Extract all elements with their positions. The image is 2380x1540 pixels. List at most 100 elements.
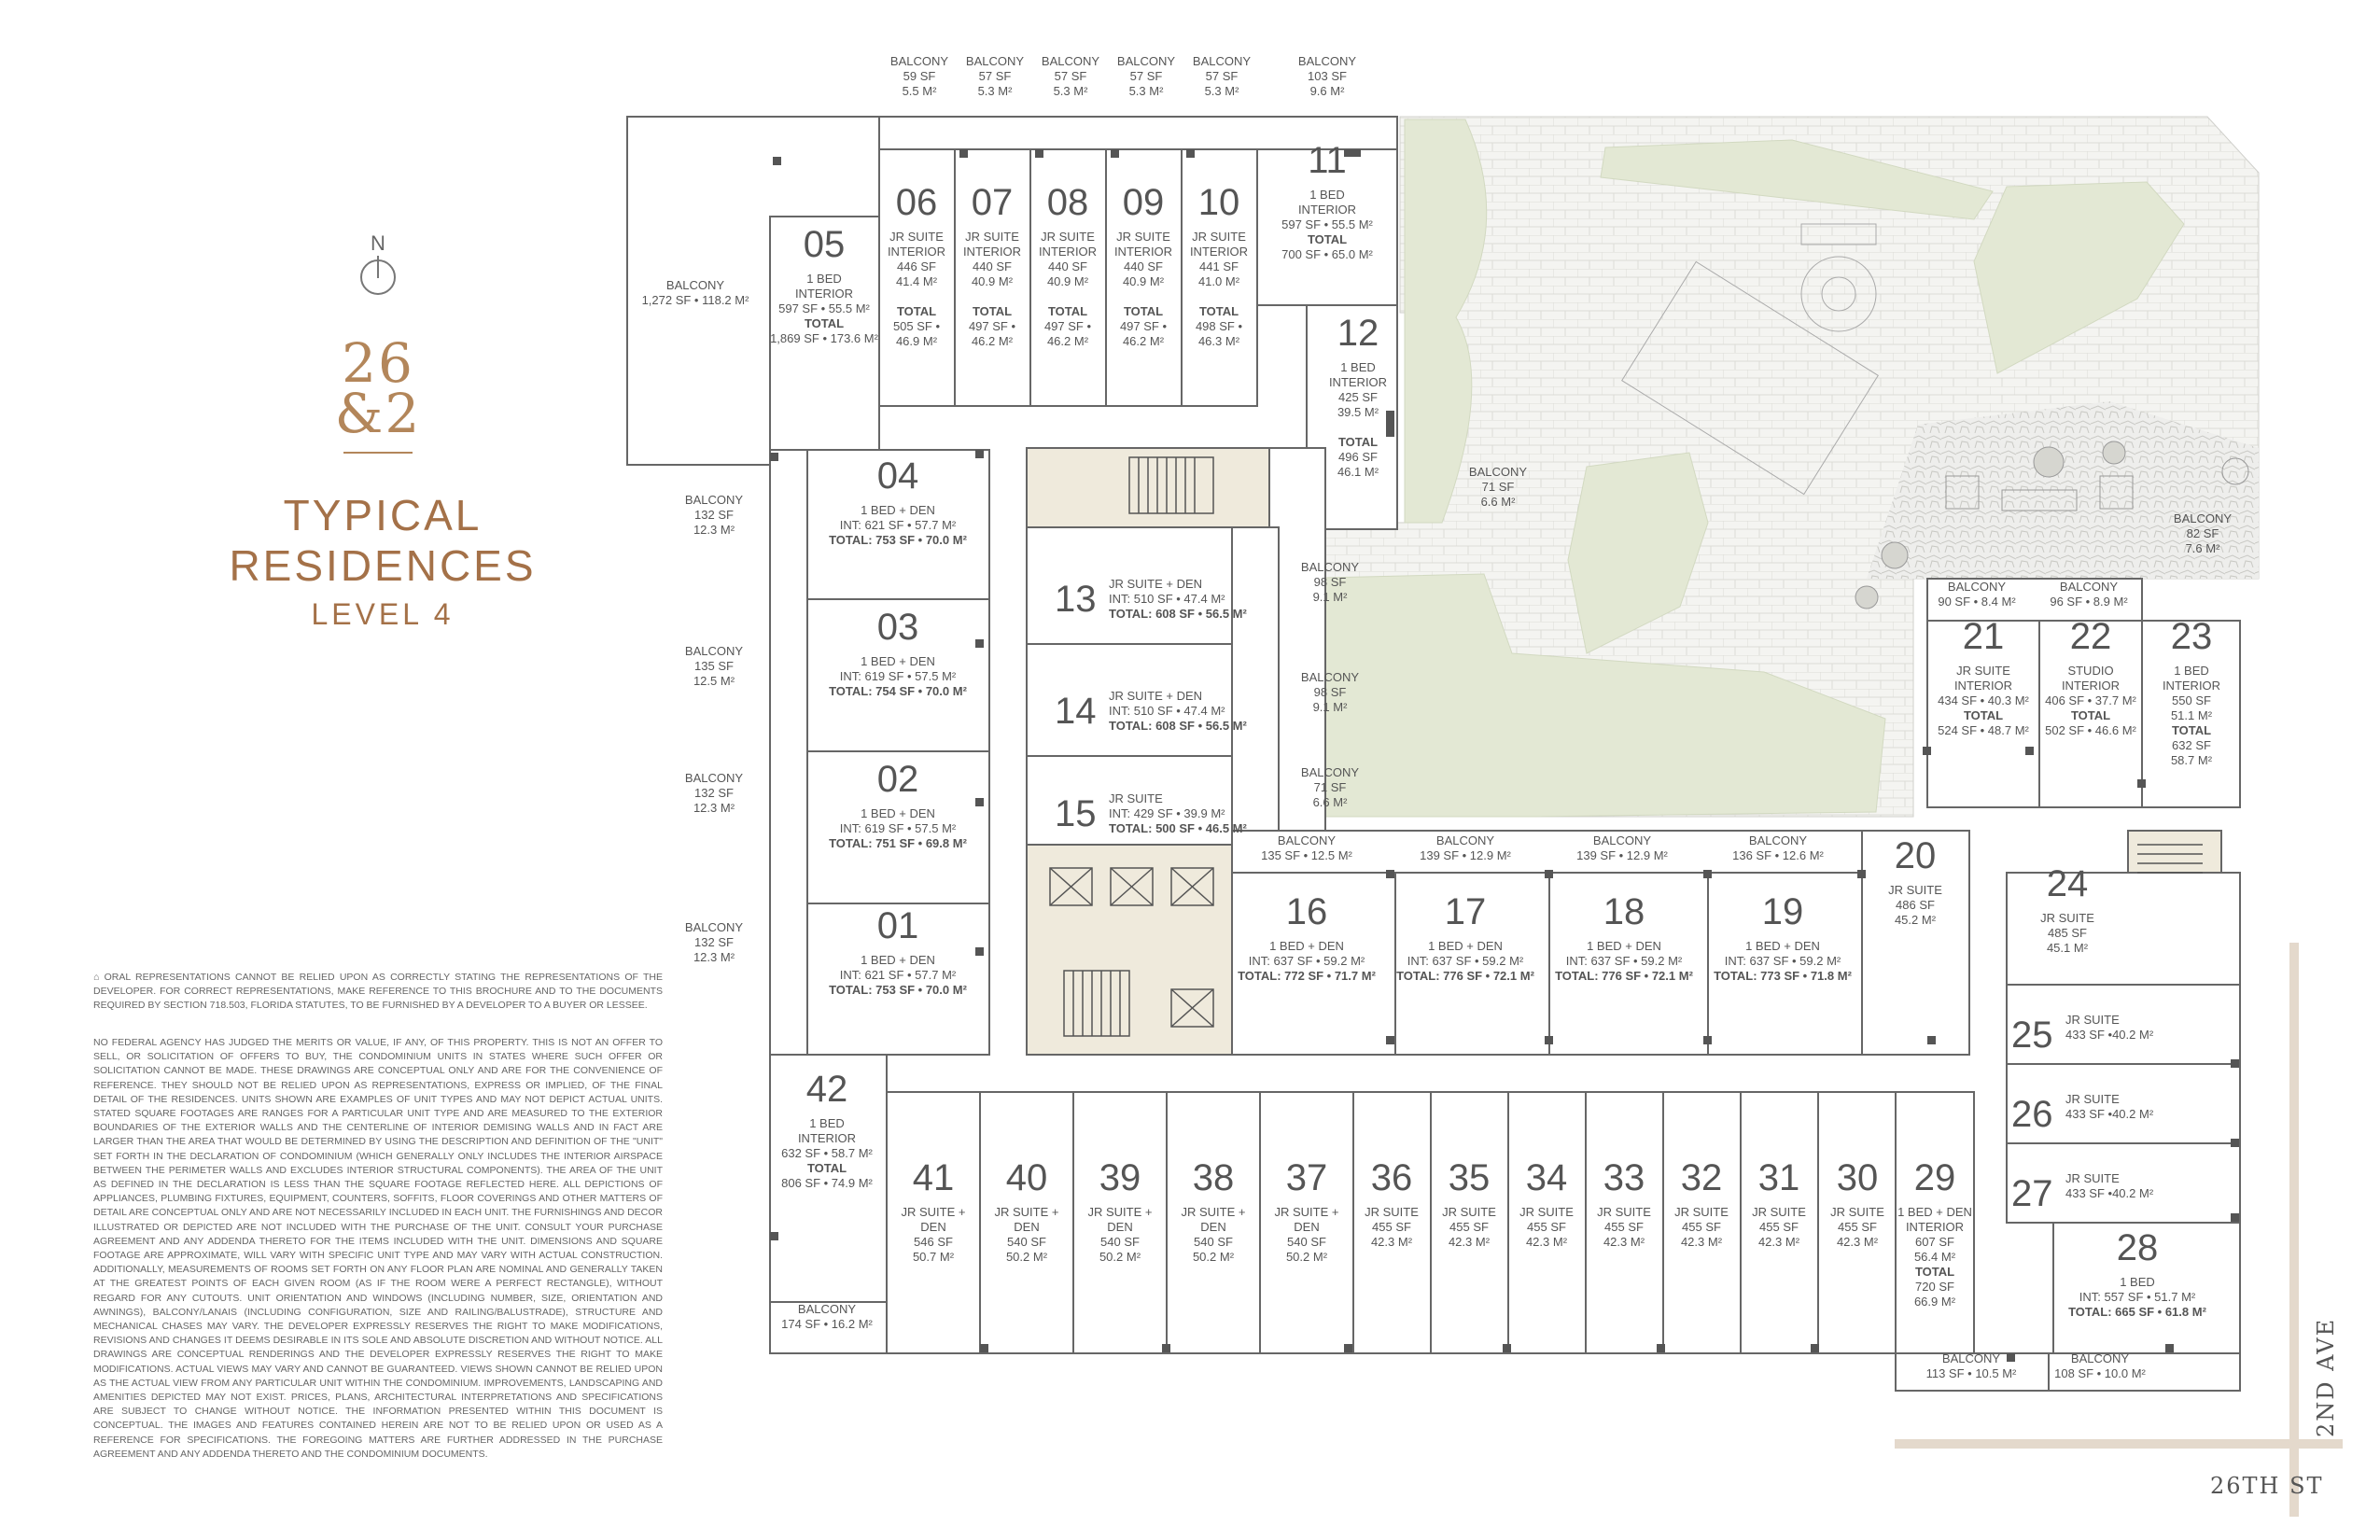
unit-detail-line: 46.9 M² — [896, 334, 938, 348]
unit-number: 07 — [972, 182, 1014, 223]
balcony-detail-line: 12.5 M² — [693, 674, 735, 688]
balcony-detail-line: 103 SF — [1308, 69, 1347, 83]
garden-bed-north — [1600, 139, 1994, 220]
unit-detail-line: 455 SF — [1759, 1220, 1799, 1234]
street-2nd-ave: 2ND AVE — [2313, 1318, 2339, 1437]
unit-detail-line: 40.9 M² — [1047, 274, 1089, 288]
unit-detail-line: 42.3 M² — [1371, 1235, 1413, 1249]
unit-detail-line: 540 SF — [1007, 1235, 1046, 1249]
outdoor-dining — [1855, 441, 2249, 609]
unit-detail-line: INTERIOR — [888, 245, 945, 259]
balcony-detail-line: BALCONY — [1948, 580, 2006, 594]
unit-17-outline — [1394, 872, 1550, 1056]
unit-detail-line: JR SUITE + — [1088, 1205, 1153, 1219]
unit-detail-line: INTERIOR — [1329, 375, 1387, 389]
balcony-detail-line: BALCONY — [685, 771, 743, 785]
unit-number: 10 — [1198, 182, 1240, 223]
balcony-detail-line: 6.6 M² — [1313, 795, 1349, 809]
unit-14-outline — [1026, 643, 1233, 757]
unit-detail-line: 58.7 M² — [2171, 753, 2213, 767]
balcony-detail-line: 5.3 M² — [1129, 84, 1165, 98]
unit-21-outline — [1926, 620, 2040, 808]
pool-deck — [1621, 223, 1879, 496]
unit-detail-line: TOTAL: 608 SF • 56.5 M² — [1109, 607, 1247, 621]
unit-detail-line: 1 BED — [806, 272, 842, 286]
unit-detail-line: 51.1 M² — [2171, 708, 2213, 722]
unit-number: 17 — [1445, 891, 1487, 932]
unit-detail-line: TOTAL: 751 SF • 69.8 M² — [829, 836, 967, 850]
unit-detail-line: TOTAL — [897, 304, 936, 318]
unit-detail-line: TOTAL — [973, 304, 1012, 318]
balcony-detail-line: BALCONY — [2060, 580, 2118, 594]
unit-detail-line: 700 SF • 65.0 M² — [1281, 247, 1373, 261]
unit-detail-line: 42.3 M² — [1681, 1235, 1723, 1249]
balcony-detail-line: BALCONY — [1469, 465, 1527, 479]
balcony-detail-line: 57 SF — [1130, 69, 1163, 83]
unit-detail-line: 1 BED + DEN — [861, 503, 935, 517]
unit-detail-line: TOTAL — [805, 316, 844, 330]
unit-detail-line: 498 SF • — [1196, 319, 1243, 333]
unit-28-outline — [2052, 1222, 2241, 1354]
unit-detail-line: 425 SF — [1338, 390, 1378, 404]
unit-detail-line: 1 BED — [1309, 188, 1345, 202]
unit-number: 06 — [896, 182, 938, 223]
balcony-detail-line: 57 SF — [979, 69, 1012, 83]
unit-detail-line: TOTAL — [2071, 708, 2110, 722]
balcony-detail-line: BALCONY — [666, 278, 724, 292]
unit-detail-line: 1 BED + DEN — [1897, 1205, 1972, 1219]
balconies-south-outline — [1231, 830, 1863, 874]
unit-detail-line: 46.3 M² — [1198, 334, 1240, 348]
unit-detail-line: DEN — [1294, 1220, 1319, 1234]
balcony-detail-line: 5.3 M² — [978, 84, 1014, 98]
unit-detail-line: JR SUITE — [2065, 1171, 2120, 1185]
unit-detail-line: 1 BED + DEN — [1745, 939, 1820, 953]
unit-detail-line: JR SUITE — [1597, 1205, 1651, 1219]
unit-number: 36 — [1371, 1157, 1413, 1198]
unit-detail-line: 455 SF — [1682, 1220, 1721, 1234]
unit-detail-line: 540 SF — [1287, 1235, 1326, 1249]
unit-detail-line: JR SUITE + — [902, 1205, 966, 1219]
unit-detail-line: TOTAL: 500 SF • 46.5 M² — [1109, 821, 1247, 835]
balcony-detail-line: 132 SF — [694, 508, 734, 522]
balconies-se-outline — [1895, 1352, 2241, 1392]
balcony-detail-line: BALCONY — [685, 920, 743, 934]
balcony-detail-line: BALCONY — [2071, 1351, 2129, 1365]
balcony-detail-line: BALCONY — [1593, 833, 1651, 847]
balcony-detail-line: 5.3 M² — [1054, 84, 1089, 98]
unit-detail-line: JR SUITE + — [1182, 1205, 1246, 1219]
unit-detail-line: 1 BED + DEN — [1587, 939, 1661, 953]
unit-number: 23 — [2171, 616, 2213, 657]
unit-number: 29 — [1914, 1157, 1956, 1198]
unit-detail-line: 50.7 M² — [913, 1250, 955, 1264]
unit-detail-line: TOTAL: 665 SF • 61.8 M² — [2068, 1305, 2206, 1319]
unit-detail-line: 497 SF • — [1120, 319, 1168, 333]
unit-detail-line: 524 SF • 48.7 M² — [1938, 723, 2029, 737]
balcony-detail-line: 108 SF • 10.0 M² — [2054, 1366, 2146, 1380]
unit-detail-line: INT: 619 SF • 57.5 M² — [840, 821, 957, 835]
balcony-detail-line: 139 SF • 12.9 M² — [1420, 848, 1511, 862]
balcony-detail-line: 98 SF — [1314, 575, 1347, 589]
unit-detail-line: 46.2 M² — [1047, 334, 1089, 348]
unit-detail-line: INT: 637 SF • 59.2 M² — [1725, 954, 1841, 968]
balconies-east-outline — [1926, 578, 2143, 622]
balcony-detail-line: BALCONY — [1436, 833, 1494, 847]
unit-number: 01 — [877, 905, 919, 946]
logo-top: 26 — [342, 331, 414, 395]
unit-detail-line: 433 SF •40.2 M² — [2065, 1186, 2154, 1200]
